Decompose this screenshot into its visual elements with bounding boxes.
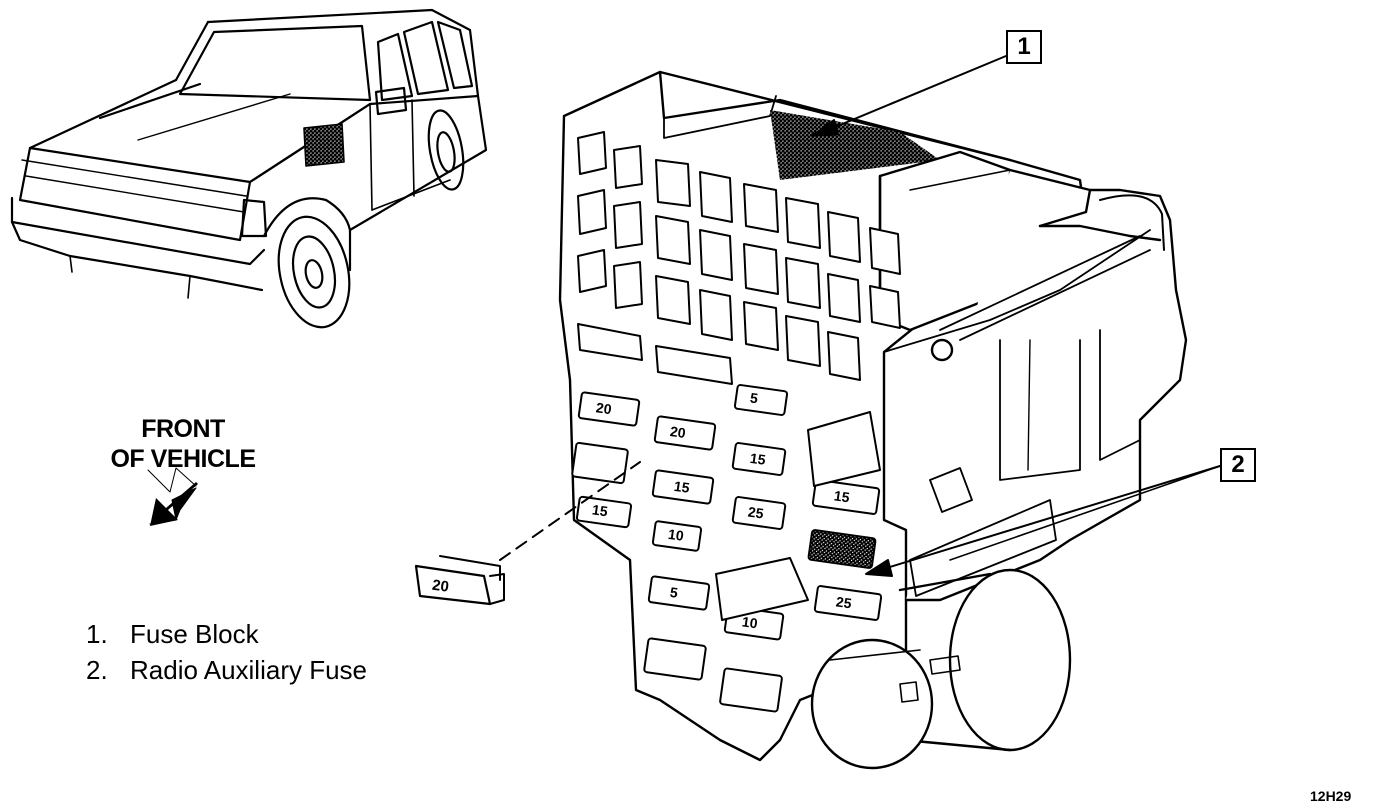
legend-item-text: Fuse Block — [130, 619, 259, 649]
legend-item-number: 2. — [86, 655, 108, 685]
callout-leaders — [811, 55, 1221, 577]
fuse-label: 15 — [833, 487, 851, 505]
fuse-row-group — [571, 384, 883, 713]
fuse-label: 20 — [669, 423, 687, 441]
callout-number: 1 — [1017, 33, 1031, 60]
legend-item: 2. Radio Auxiliary Fuse — [86, 652, 367, 688]
loose-fuse-rating: 20 — [431, 577, 450, 596]
fuse-label: 20 — [595, 399, 613, 417]
fuse-label: 5 — [669, 584, 679, 601]
fuse-label: 15 — [591, 501, 609, 519]
front-of-vehicle-label: FRONT OF VEHICLE — [88, 414, 278, 474]
loose-fuse: 20 — [414, 555, 505, 606]
fuse-rating-labels: 20 20 15 15 10 5 5 15 25 10 15 25 — [591, 390, 853, 632]
fuse-block-illustration: 20 20 15 15 10 5 5 15 25 10 15 25 20 — [414, 70, 1188, 770]
fuse-label: 25 — [835, 593, 853, 611]
legend-item-text: Radio Auxiliary Fuse — [130, 655, 367, 685]
fuse-label: 10 — [667, 526, 685, 544]
legend-item: 1. Fuse Block — [86, 616, 367, 652]
fuse-label: 25 — [747, 504, 765, 522]
figure-reference-code: 12H29 — [1310, 788, 1352, 804]
fuse-label: 15 — [749, 450, 767, 468]
leader-arrowhead-2 — [865, 559, 893, 577]
front-label-line2: OF VEHICLE — [110, 445, 256, 473]
fuse-label: 10 — [741, 613, 759, 631]
fuse-label: 5 — [749, 390, 759, 407]
front-label-line1: FRONT — [141, 415, 225, 443]
leader-arrowhead-1 — [811, 119, 839, 137]
callout-box-1: 1 — [1006, 30, 1042, 64]
relay-socket-grid — [577, 131, 901, 385]
install-dashed-line — [499, 461, 641, 561]
callout-box-2: 2 — [1220, 448, 1256, 482]
legend-item-number: 1. — [86, 619, 108, 649]
front-arrow-fill — [150, 482, 198, 526]
legend: 1. Fuse Block 2. Radio Auxiliary Fuse — [86, 616, 367, 688]
fuse-label: 15 — [673, 478, 691, 496]
callout-number: 2 — [1231, 451, 1245, 478]
vehicle-illustration — [10, 8, 488, 329]
